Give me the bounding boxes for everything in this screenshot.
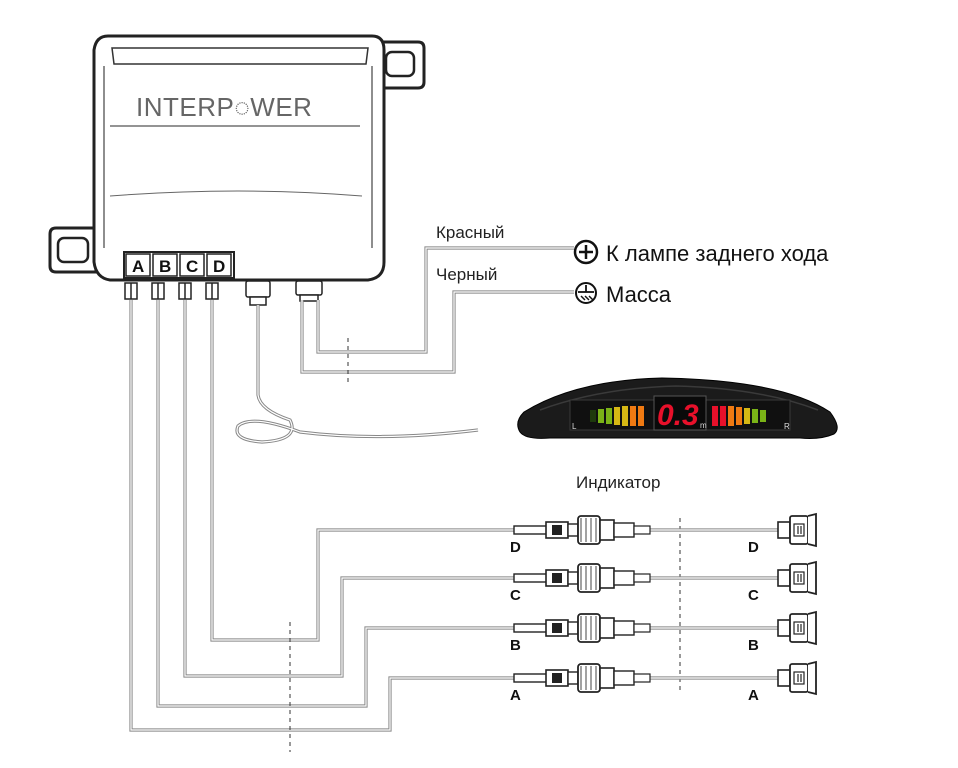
left-bar-segment bbox=[598, 409, 604, 423]
plus-terminal-label: К лампе заднего хода bbox=[606, 241, 829, 266]
port-box-d bbox=[206, 253, 232, 277]
distance-readout: 0.3 bbox=[657, 399, 699, 432]
control-unit-housing bbox=[92, 34, 386, 282]
right-bar-segment bbox=[720, 406, 726, 426]
left-bar-segment bbox=[590, 410, 596, 422]
black-wire bbox=[300, 290, 574, 374]
ground-terminal-label: Масса bbox=[606, 282, 672, 307]
port-label-d: D bbox=[213, 257, 225, 276]
ultrasonic-sensor-icon bbox=[777, 560, 817, 596]
right-bar-segment bbox=[752, 409, 758, 423]
right-bar-segment bbox=[736, 407, 742, 425]
port-box-b bbox=[152, 253, 178, 277]
sensor-label-right: B bbox=[748, 637, 759, 654]
cable-c bbox=[183, 300, 514, 678]
right-bar-segment bbox=[712, 406, 718, 426]
right-bar-segment bbox=[760, 410, 766, 422]
port-label-b: B bbox=[159, 257, 171, 276]
power-terminals: Красный Черный К лампе заднего хода Масс… bbox=[436, 223, 829, 307]
black-wire-label: Черный bbox=[436, 265, 497, 284]
sensor-connector bbox=[513, 613, 651, 643]
sensor-label-right: A bbox=[748, 687, 759, 704]
right-bar-segment bbox=[744, 408, 750, 424]
indicator-caption: Индикатор bbox=[576, 473, 660, 492]
left-bar-segment bbox=[638, 406, 644, 426]
cable-a bbox=[129, 300, 514, 732]
unit-connectors bbox=[124, 280, 323, 306]
red-wire-label: Красный bbox=[436, 223, 504, 242]
left-bar-segment bbox=[622, 406, 628, 426]
plus-terminal-icon bbox=[573, 239, 599, 265]
left-bar-segment bbox=[606, 408, 612, 424]
ground-icon bbox=[575, 282, 597, 304]
brand-logo: INTERP◌WER bbox=[136, 92, 312, 122]
sensor-label-right: D bbox=[748, 539, 759, 556]
sensor-label-left: B bbox=[510, 637, 521, 654]
right-distance-bars bbox=[712, 406, 766, 426]
ultrasonic-sensor-icon bbox=[777, 610, 817, 646]
sensor-connector bbox=[513, 563, 651, 593]
sensor-label-right: C bbox=[748, 587, 759, 604]
left-bar-segment bbox=[614, 407, 620, 425]
cables bbox=[129, 246, 574, 732]
indicator-display: 0.3 m L R bbox=[517, 377, 838, 439]
control-unit-top-panel bbox=[111, 47, 369, 65]
distance-unit: m bbox=[700, 421, 707, 430]
right-side-mark: R bbox=[784, 422, 790, 431]
sensor-label-left: C bbox=[510, 587, 521, 604]
left-side-mark: L bbox=[572, 422, 577, 431]
port-label-c: C bbox=[186, 257, 198, 276]
port-box-c bbox=[179, 253, 205, 277]
sensor-label-left: A bbox=[510, 687, 521, 704]
sensor-label-left: D bbox=[510, 539, 521, 556]
sensor-connector bbox=[513, 663, 651, 693]
sensor-connector bbox=[513, 515, 651, 545]
control-unit: INTERP◌WER bbox=[48, 34, 426, 282]
distance-window bbox=[653, 395, 707, 431]
port-box-a bbox=[125, 253, 151, 277]
right-bar-segment bbox=[728, 406, 734, 426]
ultrasonic-sensor-icon bbox=[777, 512, 817, 548]
port-label-a: A bbox=[132, 257, 144, 276]
left-bar-segment bbox=[630, 406, 636, 426]
sensor-ports: A B C D bbox=[123, 251, 235, 279]
left-distance-bars bbox=[590, 406, 644, 426]
cut-lines bbox=[289, 338, 681, 752]
ultrasonic-sensor-icon bbox=[777, 660, 817, 696]
